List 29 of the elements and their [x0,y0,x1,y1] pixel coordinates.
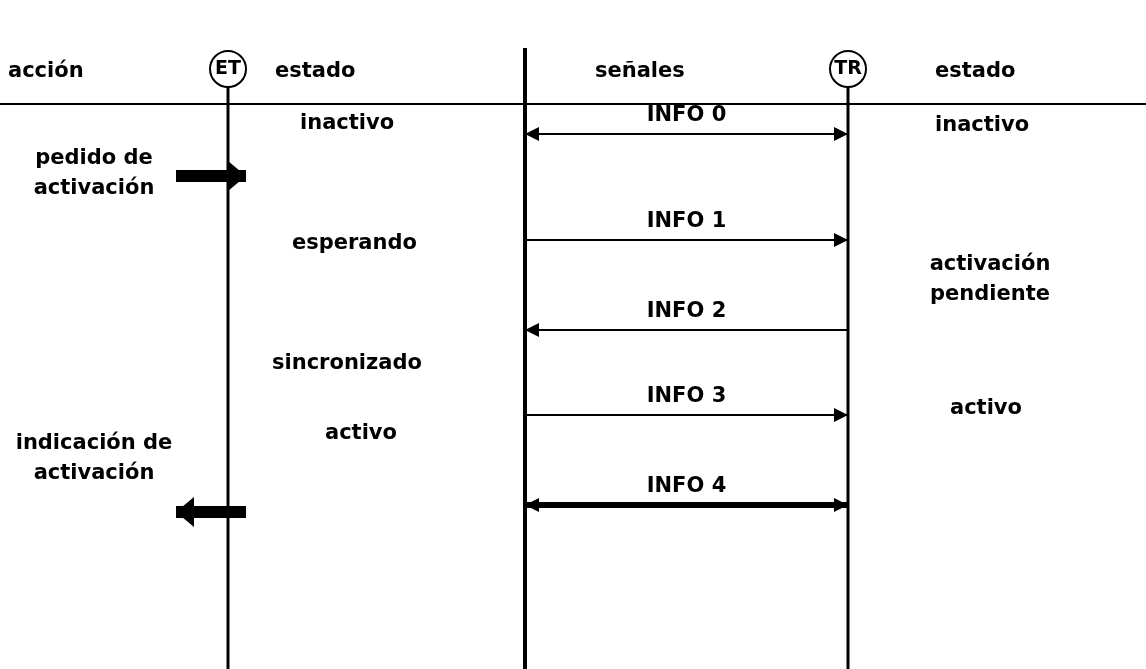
state-text: activación pendiente [928,250,1052,307]
lifeline [828,48,868,669]
edge-label: INFO 4 [645,473,728,497]
signal-arrow [525,498,848,512]
lifeline [208,48,248,669]
block-arrow [176,161,246,191]
action-text: pedido de activación [12,142,176,202]
action-text: indicación de activación [12,427,176,487]
signal-arrow [524,233,849,247]
lifeline-title: ET [214,56,242,78]
column-header: señales [595,58,685,82]
edge-label: INFO 2 [645,298,728,322]
signal-arrow [524,408,849,422]
edge-label: INFO 3 [645,383,728,407]
column-header: acción [8,58,84,82]
state-text: esperando [292,230,417,254]
edge-label: INFO 1 [645,208,728,232]
block-arrow [176,497,246,527]
edge-label: INFO 0 [645,102,728,126]
signal-arrow [524,127,849,141]
state-text: inactivo [935,112,1030,136]
signal-arrow [524,323,849,337]
state-text: sincronizado [272,350,422,374]
column-header: estado [275,58,356,82]
lifeline-title: TR [833,56,863,78]
state-text: activo [325,420,397,444]
state-text: activo [950,395,1022,419]
state-text: inactivo [300,110,395,134]
column-header: estado [935,58,1016,82]
